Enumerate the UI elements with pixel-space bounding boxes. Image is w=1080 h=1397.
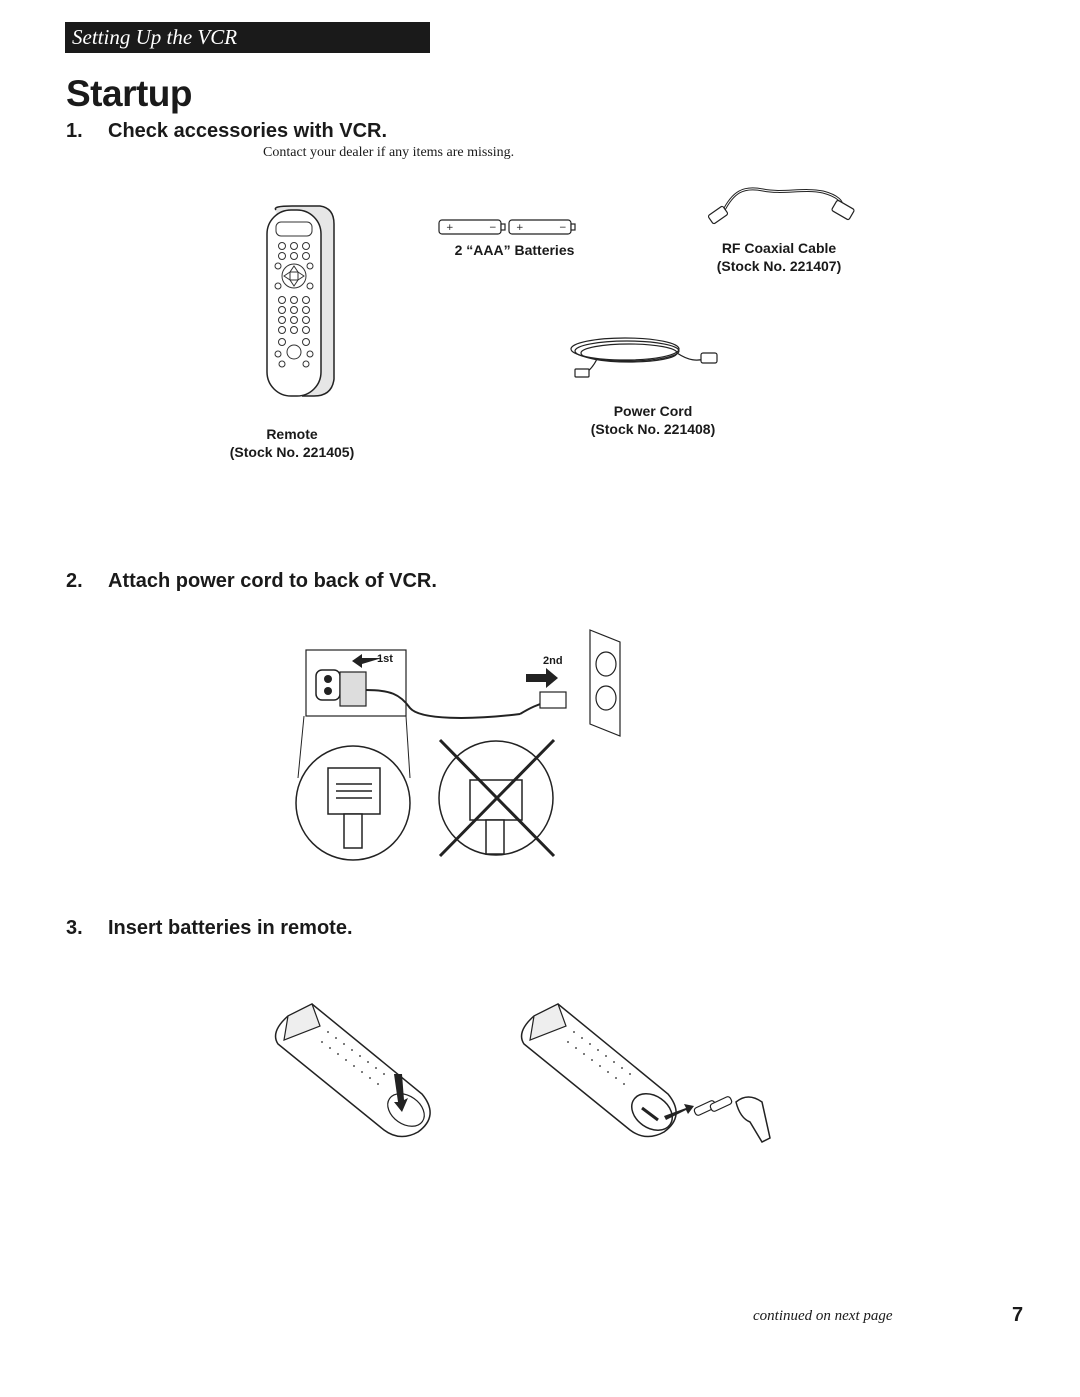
coax-stock: (Stock No. 221407) — [716, 258, 842, 274]
remote-illustration — [266, 205, 335, 397]
section-header-bar: Setting Up the VCR — [65, 22, 430, 53]
step3-number: 3. — [66, 917, 83, 939]
svg-text:−: − — [489, 223, 497, 233]
page-number: 7 — [1012, 1304, 1024, 1326]
step2-number: 2. — [66, 570, 83, 592]
svg-text:+: + — [516, 223, 524, 233]
step2-heading: 2. Attach power cord to back of VCR. — [66, 569, 437, 593]
power-cord-stock: (Stock No. 221408) — [590, 421, 716, 437]
power-connection-diagram — [295, 629, 621, 861]
page-title: Startup — [66, 73, 193, 114]
step1-heading-text: Check accessories with VCR. — [108, 120, 388, 142]
step3-heading-text: Insert batteries in remote. — [108, 917, 353, 939]
step1-number: 1. — [66, 120, 83, 142]
batteries-illustration: + − + − — [438, 219, 576, 235]
svg-text:+: + — [446, 223, 454, 233]
coax-caption: RF Coaxial Cable (Stock No. 221407) — [700, 239, 858, 275]
remote-name: Remote — [266, 426, 318, 442]
remote-stock: (Stock No. 221405) — [229, 444, 355, 460]
continued-note: continued on next page — [753, 1308, 893, 1324]
power-cord-illustration — [570, 337, 718, 378]
step1-heading: 1. Check accessories with VCR. — [66, 119, 387, 143]
step1-note: Contact your dealer if any items are mis… — [263, 145, 515, 160]
batteries-name: 2 “AAA” Batteries — [454, 242, 575, 258]
coax-name: RF Coaxial Cable — [721, 240, 837, 256]
section-title: Setting Up the VCR — [72, 25, 238, 49]
batteries-caption: 2 “AAA” Batteries — [437, 241, 592, 259]
remote-battery-insert-2 — [520, 1003, 771, 1143]
label-first: 1st — [377, 653, 393, 665]
power-cord-caption: Power Cord (Stock No. 221408) — [582, 402, 724, 438]
step2-heading-text: Attach power cord to back of VCR. — [108, 570, 437, 592]
remote-battery-insert-1 — [274, 1003, 431, 1138]
power-cord-name: Power Cord — [613, 403, 693, 419]
remote-caption: Remote (Stock No. 221405) — [222, 425, 362, 461]
coax-cable-illustration — [707, 187, 855, 225]
svg-text:−: − — [559, 223, 567, 233]
step3-heading: 3. Insert batteries in remote. — [66, 916, 353, 940]
label-second: 2nd — [543, 655, 563, 667]
